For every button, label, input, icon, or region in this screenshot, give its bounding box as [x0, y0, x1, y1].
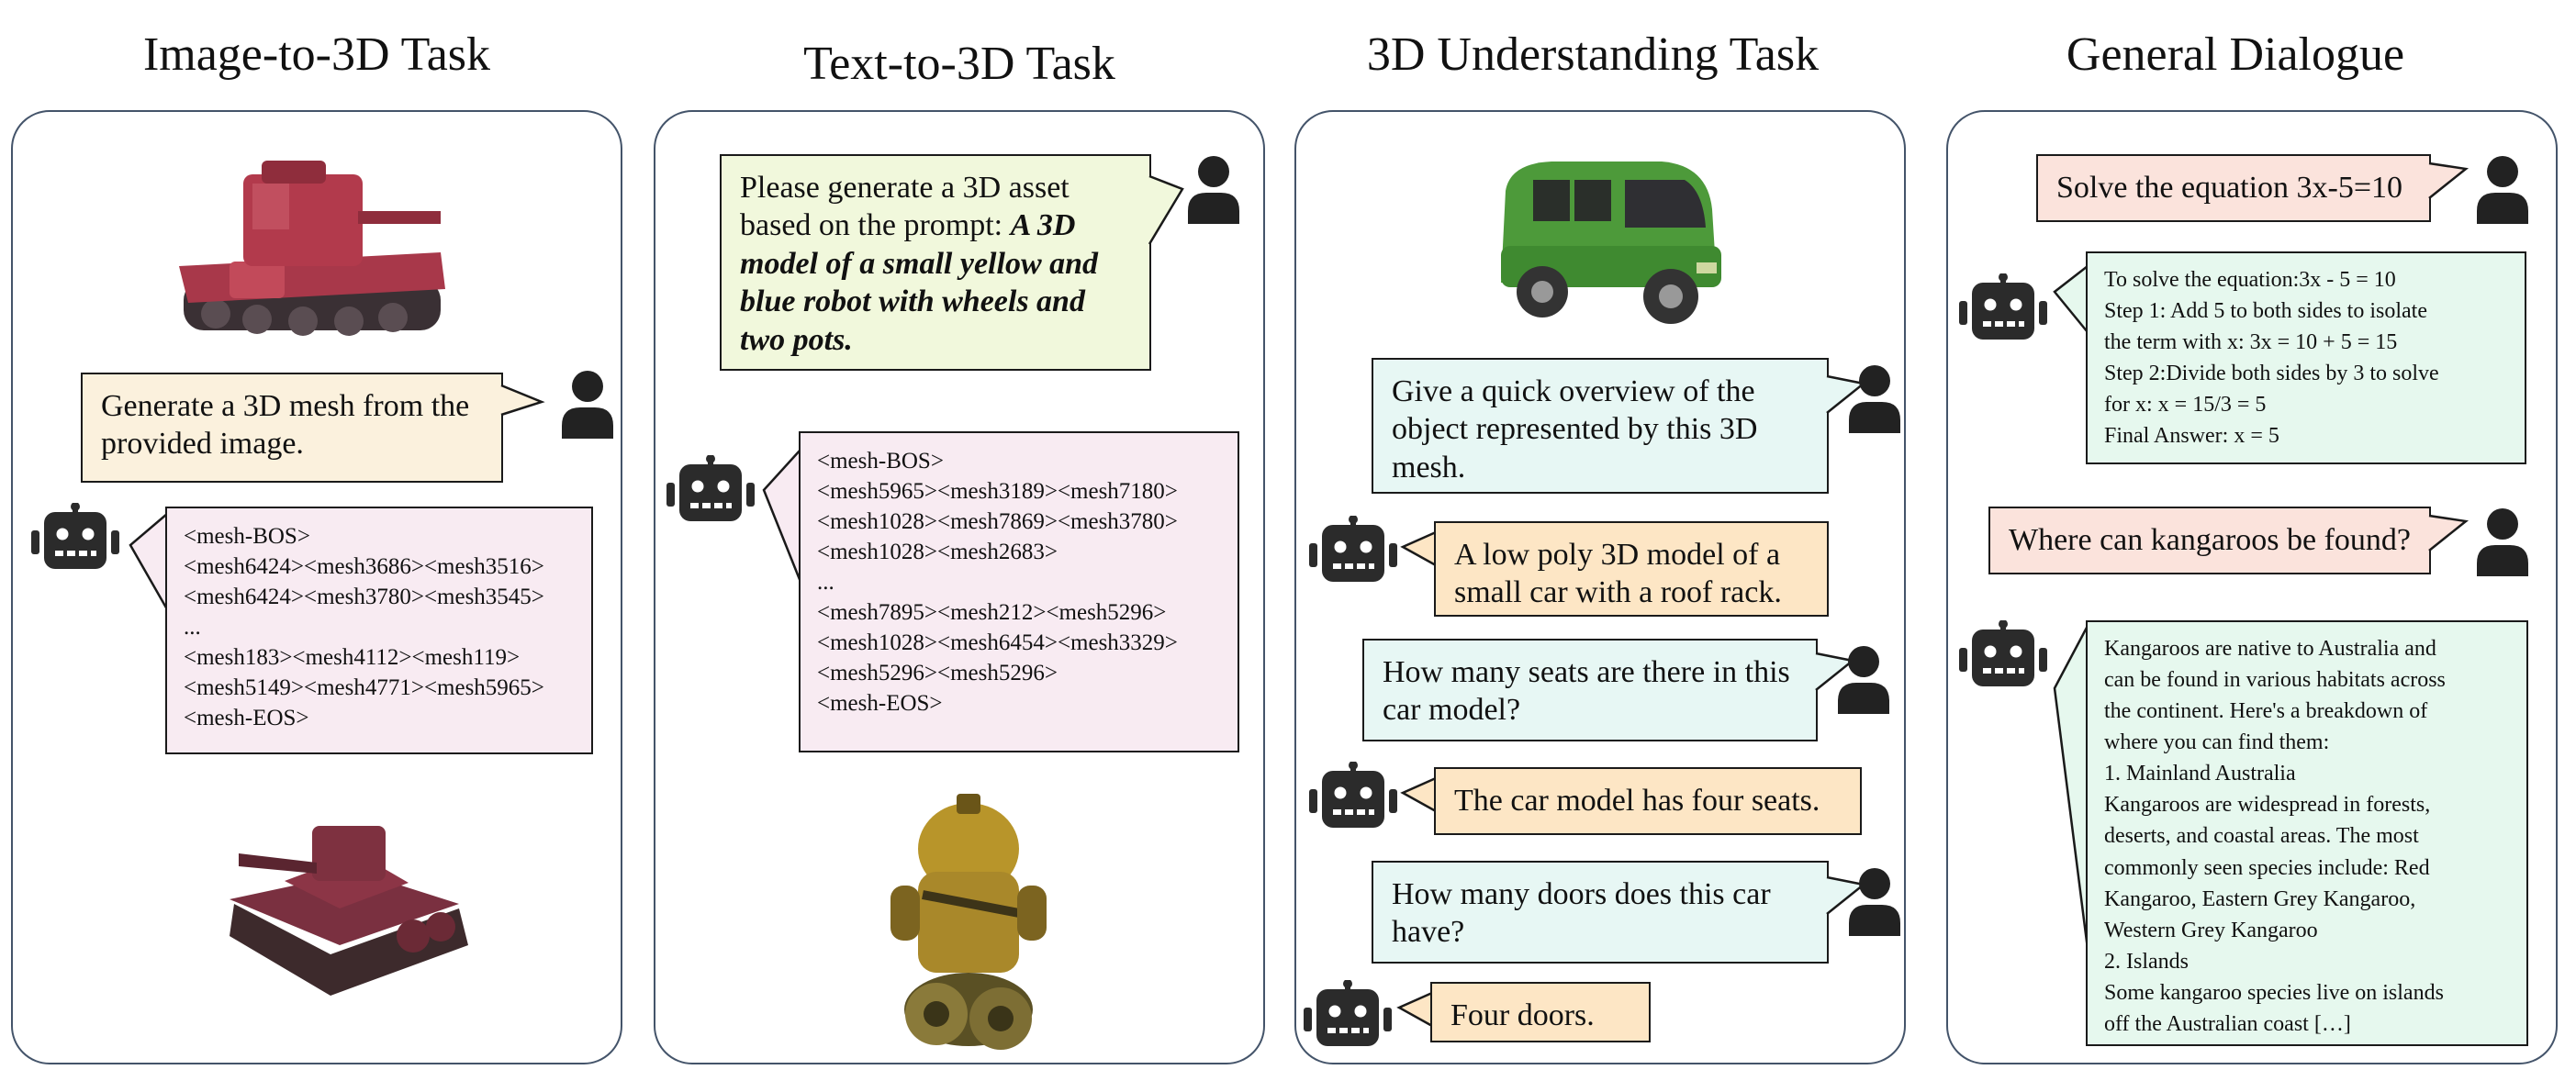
person-icon: [2475, 507, 2530, 576]
question-bubble: Solve the equation 3x-5=10: [2036, 154, 2431, 222]
mesh-token-line: <mesh7895><mesh212><mesh5296>: [817, 600, 1167, 625]
robot-icon: [666, 455, 755, 525]
answer-bubble: To solve the equation:3x - 5 = 10 Step 1…: [2086, 251, 2526, 464]
answer-line: 2. Islands: [2104, 949, 2189, 974]
robot-icon: [1304, 980, 1392, 1050]
title-image-to-3d: Image-to-3D Task: [142, 28, 491, 81]
bubble-tail: [129, 513, 169, 610]
answer-bubble: Four doors.: [1430, 982, 1651, 1042]
answer-line: deserts, and coastal areas. The most: [2104, 824, 2419, 849]
answer-line: the continent. Here's a breakdown of: [2104, 699, 2428, 724]
answer-line: To solve the equation:3x - 5 = 10: [2104, 268, 2396, 292]
answer-line: can be found in various habitats across: [2104, 668, 2446, 693]
answer-bubble: Kangaroos are native to Australia and ca…: [2086, 620, 2528, 1046]
person-icon: [1836, 644, 1891, 714]
user-request-bubble: Generate a 3D mesh from the provided ima…: [81, 373, 503, 483]
question-bubble: Give a quick overview of the object repr…: [1372, 358, 1829, 494]
input-car-mesh: [1501, 162, 1721, 324]
mesh-token-line: <mesh5296><mesh5296>: [817, 661, 1058, 685]
bubble-tail: [1400, 530, 1437, 567]
answer-line: Kangaroos are widespread in forests,: [2104, 793, 2431, 818]
answer-line: Western Grey Kangaroo: [2104, 918, 2318, 942]
bubble-tail: [2428, 162, 2470, 199]
answer-line: commonly seen species include: Red: [2104, 855, 2430, 880]
bubble-tail: [1396, 991, 1433, 1028]
mesh-token-line: <mesh5965><mesh3189><mesh7180>: [817, 479, 1178, 504]
prompt-bubble: Please generate a 3D asset based on the …: [720, 154, 1151, 371]
answer-line: the term with x: 3x = 10 + 5 = 15: [2104, 330, 2398, 355]
mesh-token-line: <mesh6424><mesh3686><mesh3516>: [184, 554, 544, 579]
answer-line: 1. Mainland Australia: [2104, 762, 2296, 786]
robot-icon: [1959, 273, 2047, 343]
answer-line: Step 1: Add 5 to both sides to isolate: [2104, 299, 2427, 324]
mesh-token-line: ...: [184, 615, 201, 640]
answer-bubble: A low poly 3D model of a small car with …: [1434, 521, 1829, 617]
bubble-tail: [500, 384, 545, 417]
mesh-token-line: <mesh-EOS>: [817, 691, 943, 716]
person-icon: [1847, 866, 1902, 936]
person-icon: [2475, 154, 2530, 224]
question-bubble: How many seats are there in this car mod…: [1362, 639, 1818, 741]
question-bubble: Where can kangaroos be found?: [1988, 507, 2431, 574]
robot-icon: [1959, 620, 2047, 690]
bubble-tail: [2428, 514, 2470, 552]
robot-icon: [1309, 762, 1397, 831]
mesh-token-line: ...: [817, 570, 834, 595]
mesh-token-line: <mesh183><mesh4112><mesh119>: [184, 645, 521, 670]
answer-line: Final Answer: x = 5: [2104, 424, 2279, 449]
robot-icon: [1309, 516, 1397, 585]
mesh-token-line: <mesh-BOS>: [184, 524, 310, 549]
bubble-tail: [762, 449, 802, 583]
mesh-token-line: <mesh1028><mesh2683>: [817, 540, 1058, 564]
answer-line: off the Australian coast […]: [2104, 1011, 2351, 1036]
bubble-tail: [2053, 265, 2089, 333]
robot-icon: [31, 503, 119, 573]
answer-line: Kangaroo, Eastern Grey Kangaroo,: [2104, 886, 2416, 911]
title-3d-understanding: 3D Understanding Task: [1366, 28, 1820, 81]
title-general-dialogue: General Dialogue: [2066, 28, 2405, 81]
bubble-tail: [1148, 174, 1184, 245]
mesh-token-line: <mesh1028><mesh7869><mesh3780>: [817, 509, 1178, 534]
bubble-tail: [2053, 625, 2089, 950]
mesh-token-line: <mesh1028><mesh6454><mesh3329>: [817, 630, 1178, 655]
person-icon: [1847, 363, 1902, 433]
mesh-token-output: <mesh-BOS> <mesh6424><mesh3686><mesh3516…: [165, 507, 593, 754]
mesh-token-line: <mesh-EOS>: [184, 706, 309, 730]
generated-robot-mesh: [890, 794, 1047, 1050]
answer-line: for x: x = 15/3 = 5: [2104, 393, 2267, 418]
person-icon: [560, 369, 615, 439]
answer-line: Kangaroos are native to Australia and: [2104, 637, 2436, 661]
prompt-text: A 3D model of a small yellow and blue ro…: [740, 208, 1099, 357]
mesh-token-line: <mesh6424><mesh3780><mesh3545>: [184, 585, 544, 609]
mesh-token-output: <mesh-BOS> <mesh5965><mesh3189><mesh7180…: [799, 431, 1239, 752]
person-icon: [1186, 154, 1241, 224]
generated-tank-mesh: [230, 826, 468, 996]
question-bubble: How many doors does this car have?: [1372, 861, 1829, 964]
prompt-intro: Please generate a 3D asset based on the …: [740, 171, 1070, 243]
mesh-token-line: <mesh-BOS>: [817, 449, 944, 474]
answer-line: Step 2:Divide both sides by 3 to solve: [2104, 362, 2439, 386]
answer-line: Some kangaroo species live on islands: [2104, 980, 2444, 1005]
answer-bubble: The car model has four seats.: [1434, 767, 1862, 835]
title-text-to-3d: Text-to-3D Task: [803, 38, 1115, 90]
mesh-token-line: <mesh5149><mesh4771><mesh5965>: [184, 675, 544, 700]
answer-line: where you can find them:: [2104, 730, 2330, 755]
bubble-tail: [1400, 776, 1437, 813]
input-tank-image: [179, 161, 445, 336]
